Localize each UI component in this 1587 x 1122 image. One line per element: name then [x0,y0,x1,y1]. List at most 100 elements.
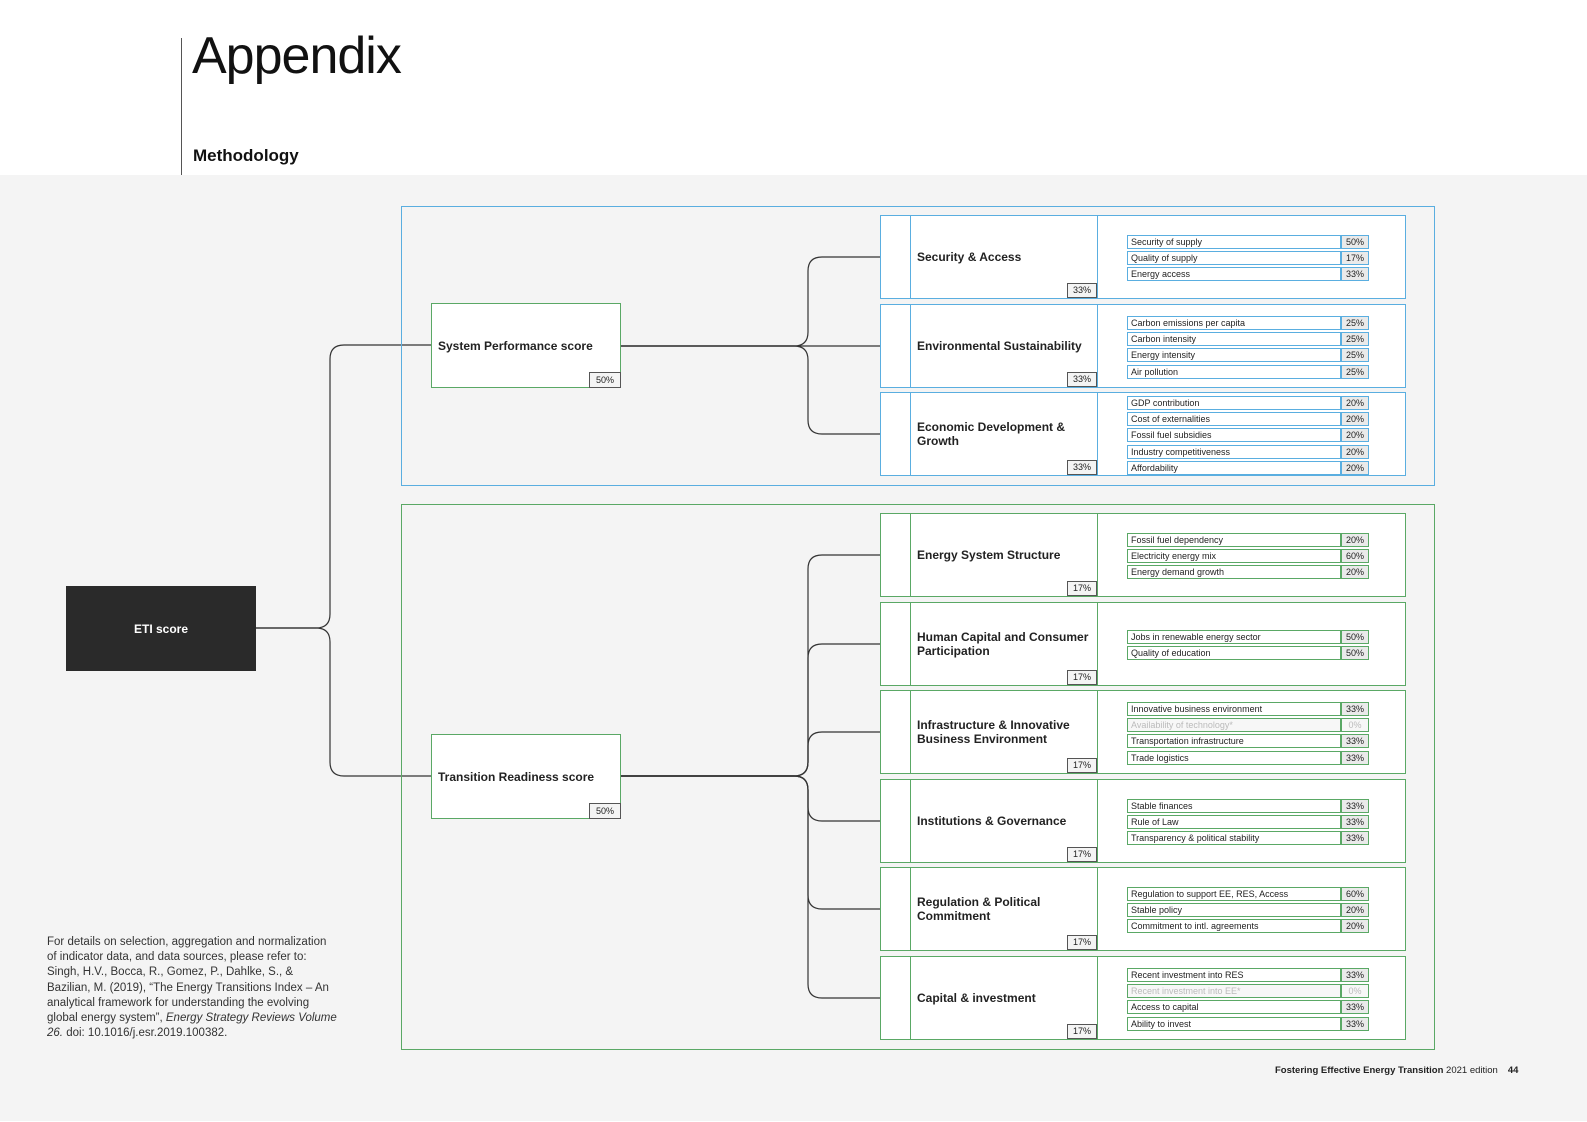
indicator-name: Ability to invest [1127,1016,1341,1031]
dimension-divider [910,780,911,862]
transition-readiness-frame [401,504,1435,1050]
indicator-name: Cost of externalities [1127,412,1341,427]
system-performance-score-label: System Performance score [438,338,593,353]
indicator-weight: 60% [1341,887,1369,901]
indicator-weight: 60% [1341,549,1369,564]
indicator-name: GDP contribution [1127,396,1341,410]
dimension-divider [1097,393,1098,475]
dimension-weight: 17% [1067,758,1097,773]
note-doi: doi: 10.1016/j.esr.2019.100382. [63,1027,228,1040]
system-performance-weight: 50% [589,372,621,388]
dimension-label: Energy System Structure [917,548,1061,562]
indicator-weight: 20% [1341,444,1369,459]
dimension-divider [1097,691,1098,773]
indicator-name: Stable finances [1127,799,1341,813]
indicator-weight: 20% [1341,412,1369,427]
dimension-label: Institutions & Governance [917,814,1067,828]
indicator-name: Carbon intensity [1127,332,1341,347]
dimension-divider [910,691,911,773]
dimension-divider [1097,514,1098,596]
indicator-weight: 33% [1341,1016,1369,1031]
indicator-name: Stable policy [1127,903,1341,918]
dimension-label: Infrastructure & Innovative Business Env… [917,718,1070,746]
indicator-row: Availability of technology*0% [1127,718,1371,733]
eti-score-box: ETI score [66,586,256,671]
dimension-divider [910,868,911,950]
indicator-weight: 25% [1341,364,1369,379]
header-rule [181,38,182,176]
note-journal: Energy Strategy Reviews Volume 26. [47,1012,337,1040]
dimension-label: Security & Access [917,250,1022,264]
transition-readiness-weight: 50% [589,803,621,819]
dimension-divider [910,514,911,596]
indicator-name: Energy intensity [1127,348,1341,363]
dimension-divider [910,393,911,475]
indicator-weight: 33% [1341,1000,1369,1015]
indicator-name: Industry competitiveness [1127,444,1341,459]
system-performance-frame [401,206,1435,486]
indicator-weight: 20% [1341,396,1369,410]
indicator-weight: 0% [1341,984,1369,999]
indicator-name: Innovative business environment [1127,702,1341,716]
indicator-name: Availability of technology* [1127,718,1341,733]
dimension-label: Capital & investment [917,991,1036,1005]
indicator-name: Quality of supply [1127,251,1341,266]
indicator-weight: 33% [1341,815,1369,830]
indicator-weight: 33% [1341,734,1369,749]
indicator-name: Commitment to intl. agreements [1127,919,1341,934]
indicator-weight: 0% [1341,718,1369,733]
dimension-divider [1097,780,1098,862]
dimension-weight: 17% [1067,670,1097,685]
indicator-weight: 33% [1341,702,1369,716]
indicator-weight: 17% [1341,251,1369,266]
dimension-institutions-and-governance: Institutions & Governance 17% Stable finan… [880,779,1406,863]
dimension-label: Economic Development & Growth [917,420,1066,448]
system-performance-score-box: System Performance score 50% [431,303,621,388]
indicator-weight: 20% [1341,565,1369,580]
indicator-weight: 33% [1341,267,1369,282]
indicator-weight: 20% [1341,919,1369,934]
dimension-infrastructure-and-innovative-business-environment: Infrastructure & Innovative Business Env… [880,690,1406,774]
dimension-divider [910,305,911,387]
footer-report-title: Fostering Effective Energy Transition [1275,1065,1444,1076]
indicator-name: Affordability [1127,460,1341,475]
indicator-weight: 20% [1341,460,1369,475]
indicator-weight: 20% [1341,903,1369,918]
dimension-divider [1097,216,1098,298]
indicator-weight: 25% [1341,348,1369,363]
dimension-divider [1097,603,1098,685]
indicator-weight: 50% [1341,235,1369,249]
dimension-divider [1097,957,1098,1039]
indicator-weight: 20% [1341,533,1369,547]
indicator-row: Recent investment into EE*0% [1127,984,1371,999]
indicator-name: Electricity energy mix [1127,549,1341,564]
dimension-weight: 17% [1067,847,1097,862]
dimension-label: Environmental Sustainability [917,339,1082,353]
indicator-weight: 33% [1341,831,1369,846]
dimension-divider [910,957,911,1039]
page-footer: Fostering Effective Energy Transition 20… [1275,1065,1518,1076]
